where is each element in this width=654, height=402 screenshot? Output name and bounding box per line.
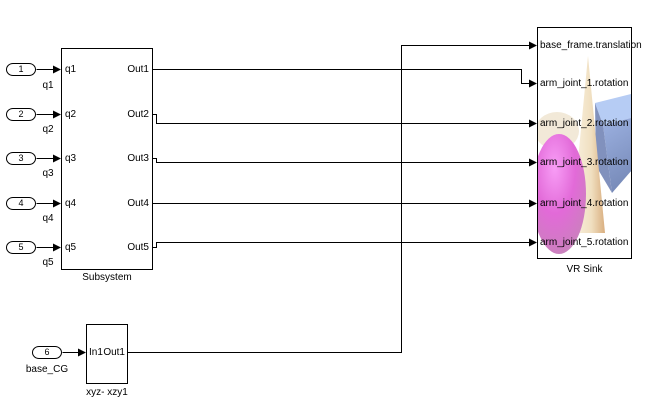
wire-in5-to-subsystem[interactable] bbox=[36, 243, 62, 252]
vr-thumbnail-box-front-face bbox=[595, 103, 612, 193]
xyz-block-label: xyz- xzy1 bbox=[86, 387, 128, 398]
wire-out4-to-arm-joint-4[interactable] bbox=[152, 199, 538, 208]
subsystem-block[interactable]: q1 q2 q3 q4 q5 Out1 Out2 Out3 Out4 Out5 bbox=[61, 48, 153, 270]
xyz-port-in1: In1 bbox=[89, 347, 103, 358]
inport-6-label: base_CG bbox=[25, 364, 69, 375]
xyz-transform-block[interactable]: In1 Out1 bbox=[86, 324, 128, 384]
vr-sink-label: VR Sink bbox=[566, 264, 603, 275]
wire-in4-to-subsystem[interactable] bbox=[36, 199, 62, 208]
inport-3-label: q3 bbox=[42, 168, 54, 179]
subsystem-port-q4: q4 bbox=[65, 198, 77, 209]
wire-out5-to-arm-joint-5[interactable] bbox=[152, 238, 538, 248]
subsystem-port-out4: Out4 bbox=[127, 198, 149, 209]
inport-2-number: 2 bbox=[18, 109, 24, 119]
vr-port-base-frame: base_frame.translation bbox=[540, 40, 642, 51]
inport-5-number: 5 bbox=[18, 242, 24, 252]
wire-xyz-to-base-frame[interactable] bbox=[127, 41, 538, 353]
subsystem-label: Subsystem bbox=[82, 272, 132, 283]
inport-4-label: q4 bbox=[42, 213, 54, 224]
inport-2[interactable]: 2 bbox=[6, 108, 36, 121]
wire-in2-to-subsystem[interactable] bbox=[36, 110, 62, 119]
vr-port-arm-joint-3: arm_joint_3.rotation bbox=[540, 157, 629, 168]
wire-in1-to-subsystem[interactable] bbox=[36, 65, 62, 74]
vr-scene-thumbnail bbox=[538, 28, 631, 258]
inport-4-number: 4 bbox=[18, 198, 24, 208]
inport-4[interactable]: 4 bbox=[6, 197, 36, 210]
vr-port-arm-joint-5: arm_joint_5.rotation bbox=[540, 237, 629, 248]
vr-thumbnail-sphere bbox=[538, 134, 586, 254]
wire-in6-to-xyz-block[interactable] bbox=[62, 348, 87, 357]
inport-6[interactable]: 6 bbox=[32, 346, 62, 359]
inport-1[interactable]: 1 bbox=[6, 63, 36, 76]
vr-port-arm-joint-1: arm_joint_1.rotation bbox=[540, 78, 629, 89]
subsystem-port-q3: q3 bbox=[65, 153, 77, 164]
inport-2-label: q2 bbox=[42, 124, 54, 135]
subsystem-port-q2: q2 bbox=[65, 109, 77, 120]
vr-port-arm-joint-4: arm_joint_4.rotation bbox=[540, 198, 629, 209]
inport-5-label: q5 bbox=[42, 257, 54, 268]
subsystem-port-q1: q1 bbox=[65, 64, 77, 75]
inport-6-number: 6 bbox=[44, 347, 50, 357]
inport-5[interactable]: 5 bbox=[6, 241, 36, 254]
xyz-port-out1: Out1 bbox=[103, 347, 125, 358]
subsystem-port-q5: q5 bbox=[65, 242, 77, 253]
subsystem-port-out5: Out5 bbox=[127, 242, 149, 253]
vr-sink-block[interactable]: base_frame.translation arm_joint_1.rotat… bbox=[537, 27, 642, 259]
wire-out1-to-arm-joint-1[interactable] bbox=[152, 69, 538, 88]
wire-out3-to-arm-joint-3[interactable] bbox=[152, 158, 538, 167]
wire-out2-to-arm-joint-2[interactable] bbox=[152, 114, 538, 128]
wire-in3-to-subsystem[interactable] bbox=[36, 154, 62, 163]
subsystem-port-out2: Out2 bbox=[127, 109, 149, 120]
vr-thumbnail-box-top-face bbox=[595, 94, 631, 125]
vr-port-arm-joint-2: arm_joint_2.rotation bbox=[540, 118, 629, 129]
vr-thumbnail-box-right-face bbox=[603, 118, 631, 193]
inport-3[interactable]: 3 bbox=[6, 152, 36, 165]
subsystem-port-out3: Out3 bbox=[127, 153, 149, 164]
inport-1-number: 1 bbox=[18, 64, 24, 74]
inport-1-label: q1 bbox=[42, 80, 54, 91]
inport-3-number: 3 bbox=[18, 153, 24, 163]
subsystem-port-out1: Out1 bbox=[127, 64, 149, 75]
